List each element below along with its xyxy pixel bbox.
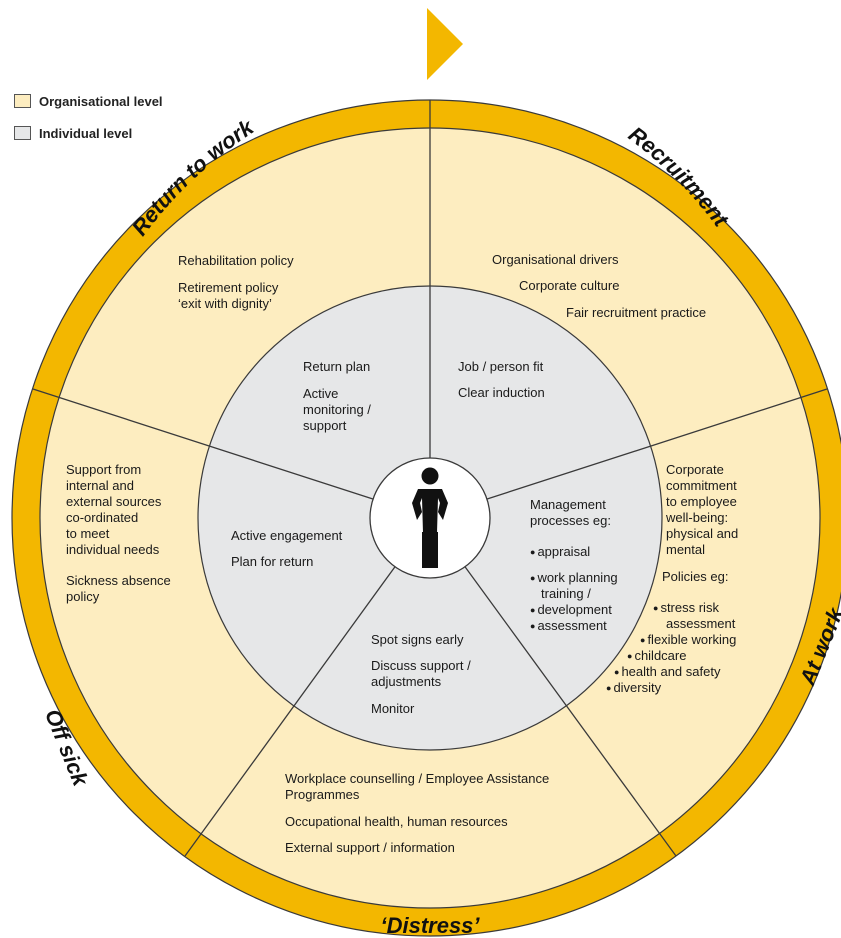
section-title-distress: ‘Distress’ — [380, 913, 480, 938]
inner-atwork-title: processes eg: — [530, 513, 611, 528]
legend-individual: Individual level — [14, 124, 132, 142]
inner-recruitment-text: Job / person fit — [458, 359, 544, 374]
management-item-continued: training / — [541, 586, 591, 601]
inner-return-text: monitoring / — [303, 402, 371, 417]
outer-distress-text: Workplace counselling / Employee Assista… — [285, 771, 550, 786]
outer-offsick-text: policy — [66, 589, 100, 604]
divider-bottom-right — [462, 563, 677, 857]
inner-atwork-title: Management — [530, 497, 606, 512]
policy-item: diversity — [606, 680, 661, 697]
outer-offsick-text: Support from — [66, 462, 142, 477]
inner-distress-text: Monitor — [371, 701, 415, 716]
outer-recruitment-text: Corporate culture — [519, 278, 620, 293]
inner-return-text: Return plan — [303, 359, 371, 374]
policy-item: flexible working — [640, 632, 736, 649]
management-item: assessment — [530, 618, 606, 635]
outer-atwork-text: well-being: — [666, 510, 729, 525]
person-icon — [412, 467, 448, 568]
inner-offsick-text: Plan for return — [231, 554, 314, 569]
divider-bottom-left — [184, 563, 398, 857]
management-item: work planning — [530, 570, 617, 587]
outer-distress-text: Occupational health, human resources — [285, 814, 508, 829]
outer-offsick-text: Sickness absence — [66, 573, 171, 588]
management-item: development — [530, 602, 611, 619]
policy-item: stress risk — [653, 600, 719, 617]
management-item: appraisal — [530, 544, 590, 561]
outer-return-text: Rehabilitation policy — [178, 253, 294, 268]
outer-atwork-policies-title: Policies eg: — [662, 569, 729, 584]
outer-offsick-text: to meet — [66, 526, 110, 541]
outer-distress-text: Programmes — [285, 787, 360, 802]
policy-item: childcare — [627, 648, 686, 665]
inner-distress-text: Spot signs early — [371, 632, 464, 647]
outer-recruitment-text: Fair recruitment practice — [566, 305, 707, 320]
policy-item-continued: assessment — [666, 616, 736, 631]
outer-recruitment-text: Organisational drivers — [492, 252, 619, 267]
inner-distress-text: Discuss support / — [371, 658, 471, 673]
outer-atwork-text: to employee — [666, 494, 737, 509]
legend-label: Organisational level — [39, 93, 163, 109]
outer-atwork-text: commitment — [666, 478, 737, 493]
divider-right — [483, 388, 828, 501]
legend-swatch-organisational — [14, 94, 31, 108]
legend-label: Individual level — [39, 125, 133, 141]
divider-left — [32, 388, 377, 501]
legend-organisational: Organisational level — [14, 92, 163, 110]
outer-atwork-text: mental — [666, 542, 706, 557]
outer-atwork-text: Corporate — [666, 462, 724, 477]
outer-offsick-text: external sources — [66, 494, 162, 509]
outer-offsick-text: individual needs — [66, 542, 160, 557]
outer-offsick-text: internal and — [66, 478, 134, 493]
arrow-right-icon — [427, 8, 463, 80]
inner-return-text: Active — [303, 386, 339, 401]
outer-atwork-text: physical and — [666, 526, 739, 541]
inner-distress-text: adjustments — [371, 674, 442, 689]
outer-return-text: ‘exit with dignity’ — [178, 296, 272, 311]
policy-item: health and safety — [614, 664, 720, 681]
inner-offsick-text: Active engagement — [231, 528, 343, 543]
inner-return-text: support — [303, 418, 347, 433]
outer-return-text: Retirement policy — [178, 280, 279, 295]
outer-distress-text: External support / information — [285, 840, 455, 855]
inner-recruitment-text: Clear induction — [458, 385, 545, 400]
legend-swatch-individual — [14, 126, 31, 140]
outer-offsick-text: co-ordinated — [66, 510, 139, 525]
